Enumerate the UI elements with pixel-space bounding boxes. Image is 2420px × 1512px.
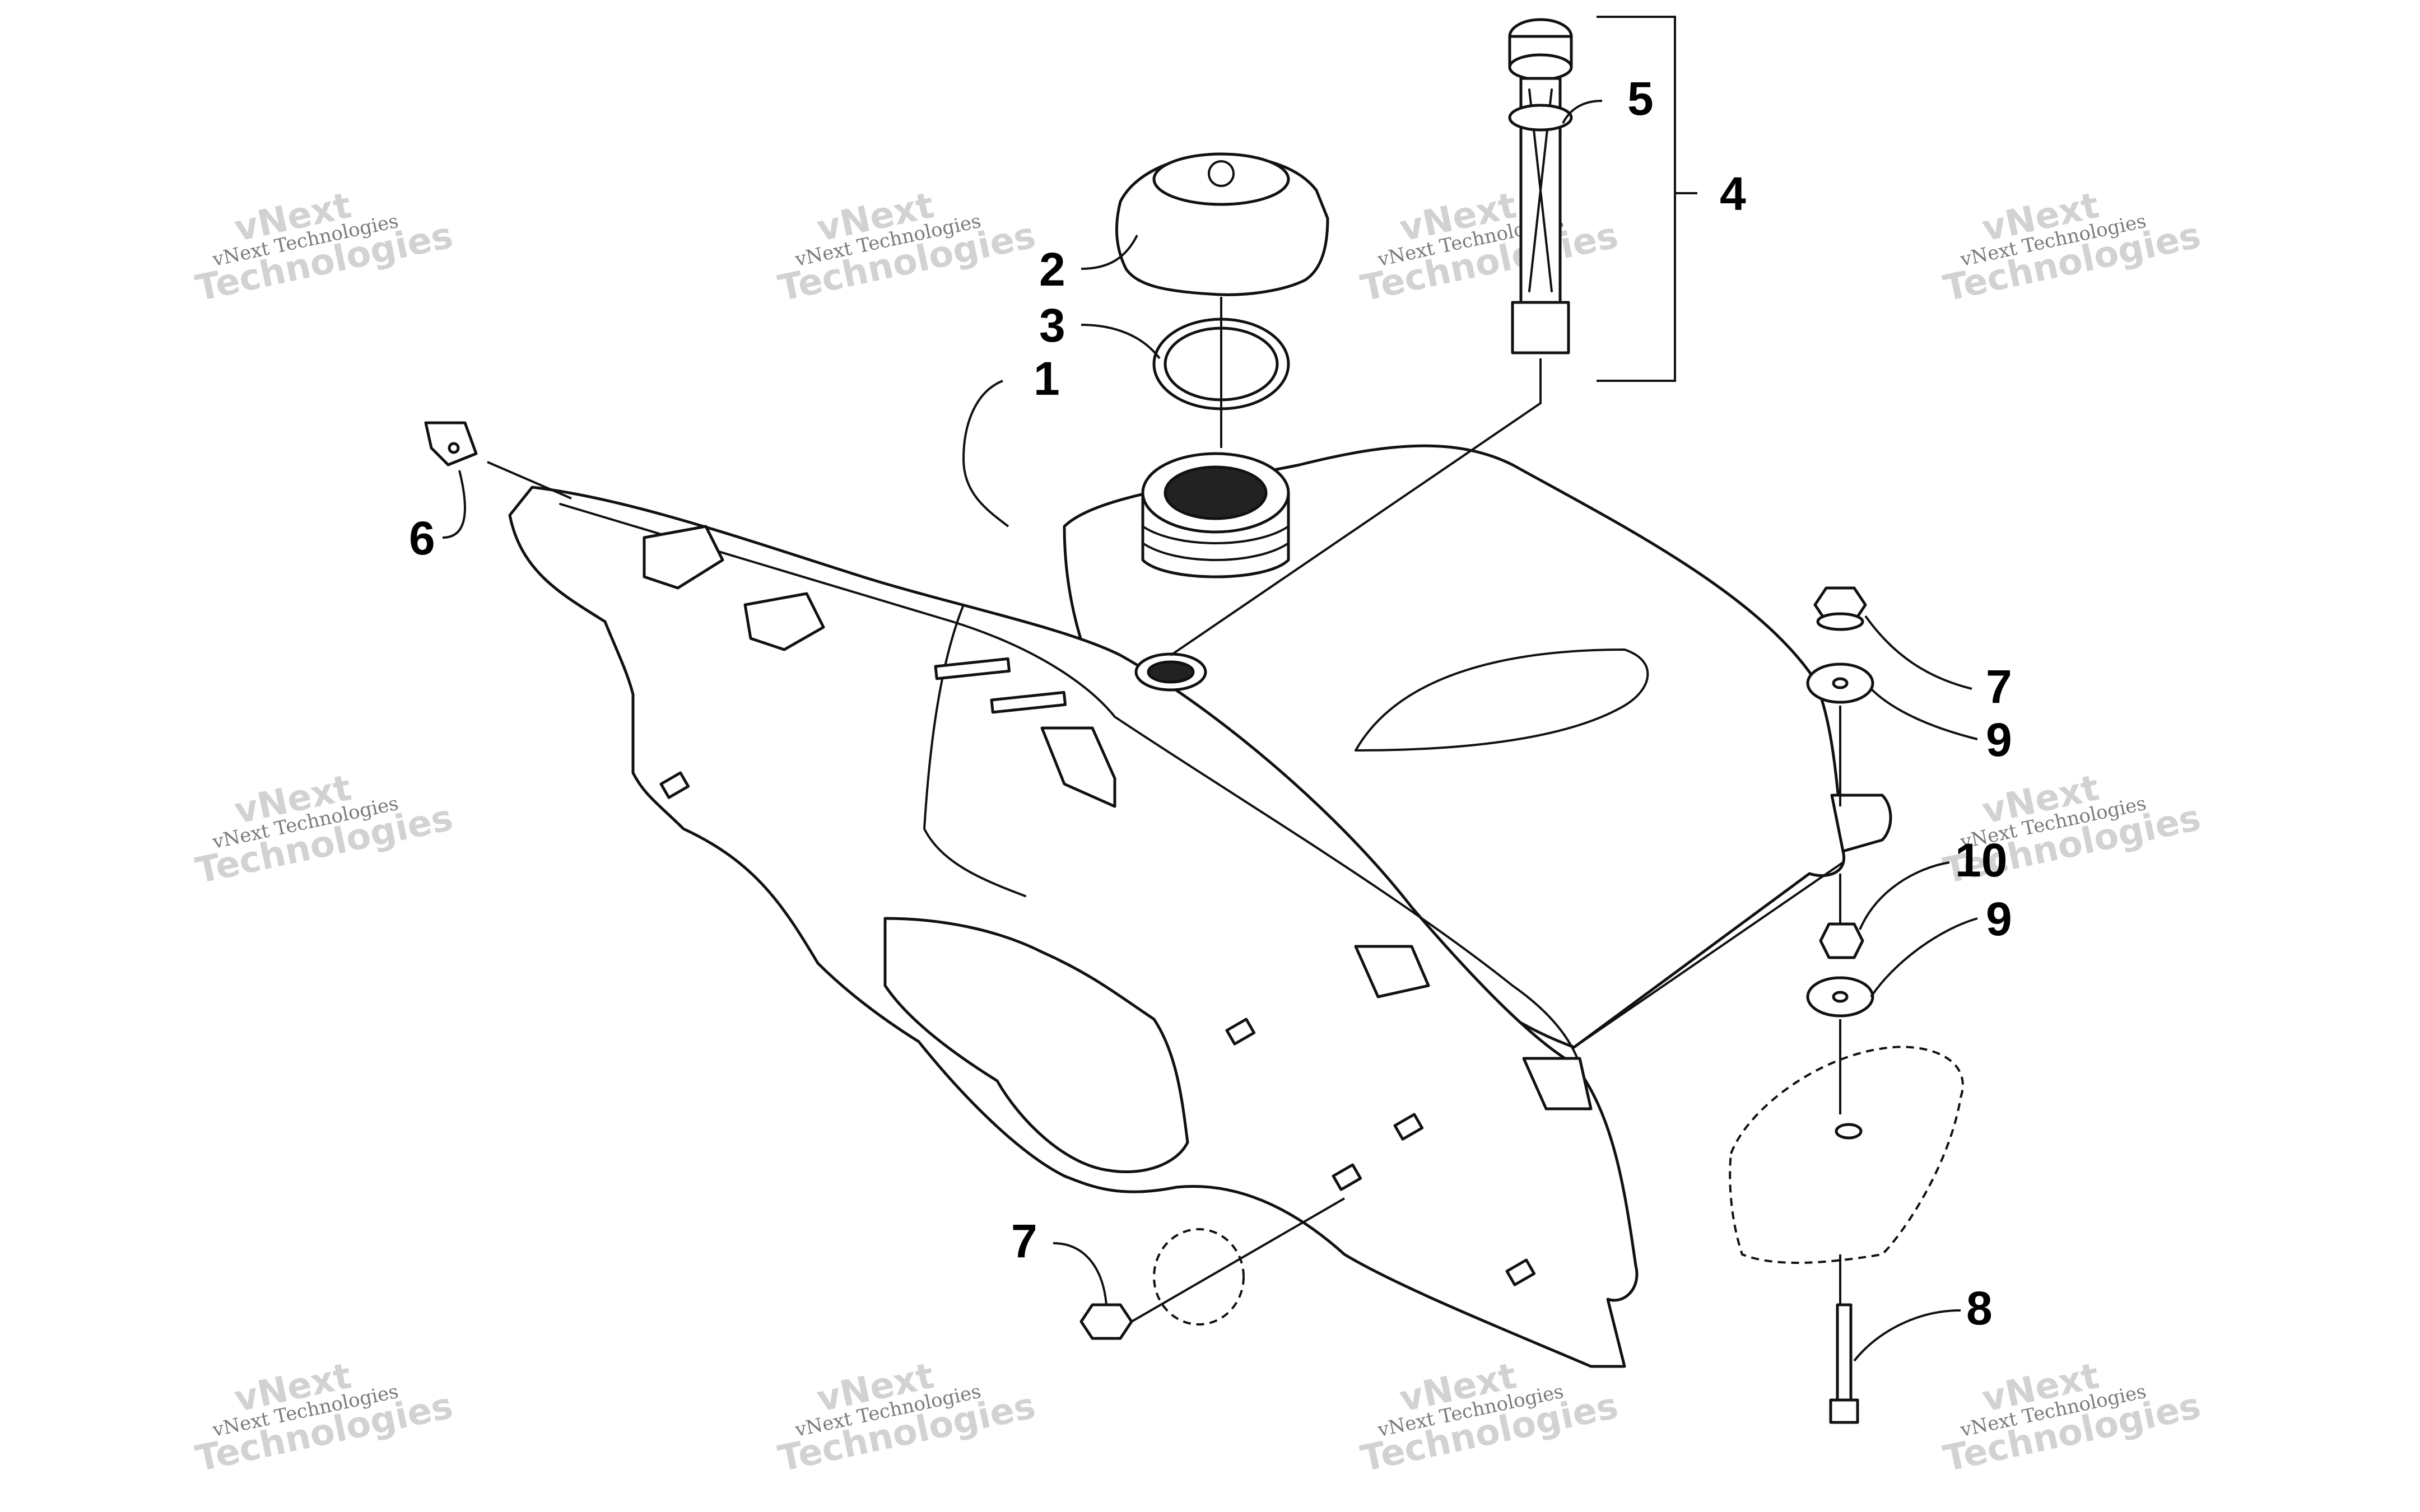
sender-cap-base	[1508, 53, 1573, 81]
watermark-2: vNext Technologies vNext Technologies	[775, 185, 1039, 310]
bolt-shank	[1836, 1303, 1853, 1402]
filler-neck-opening	[1164, 465, 1268, 520]
fuel-cap-top	[1152, 152, 1290, 206]
callout-5: 5	[1627, 72, 1654, 125]
assembly-lines	[487, 297, 1844, 1048]
rear-mount-hardware	[1729, 586, 1964, 1424]
callout-7-front: 7	[1011, 1215, 1037, 1267]
tank-inner-wall	[923, 604, 1026, 897]
grommet-lower-hole	[1832, 991, 1849, 1003]
leader-3	[1081, 324, 1161, 360]
leader-8	[1853, 1309, 1961, 1362]
callout-8: 8	[1966, 1282, 1993, 1334]
leader-9-top	[1870, 688, 1978, 740]
sender-seal-ring	[1508, 104, 1573, 132]
callout-9-top: 9	[1986, 713, 2012, 766]
grommet-top-hole	[1832, 677, 1849, 689]
front-grommet-reference	[1153, 1228, 1245, 1326]
callout-4: 4	[1720, 167, 1746, 220]
stud-icon	[1393, 1113, 1424, 1141]
watermark-4: vNext Technologies vNext Technologies	[1940, 185, 2204, 310]
callout-9-lower: 9	[1986, 893, 2012, 945]
callout-6: 6	[409, 512, 435, 564]
filler-neck-thread-line	[1142, 525, 1290, 544]
leader-5	[1562, 100, 1603, 124]
callout-1: 1	[1034, 352, 1060, 405]
bolt-head	[1829, 1398, 1859, 1424]
tank-bracket-rear	[1522, 1057, 1593, 1110]
hex-nut	[1819, 922, 1864, 959]
tank-left-saddle	[508, 486, 1639, 1368]
callout-labels: 1 2 3 4 5 6 7 7 8 9 9 10	[409, 72, 2012, 1334]
flange-nut-front	[1079, 1303, 1133, 1340]
leader-6	[442, 470, 466, 539]
leader-lines	[442, 100, 1978, 1362]
watermark-1: vNext Technologies vNext Technologies	[192, 185, 457, 310]
stud-icon	[990, 690, 1067, 714]
callout-7-top: 7	[1986, 660, 2012, 713]
clip-axis-line	[487, 461, 572, 500]
callout-4-bracket	[1597, 16, 1697, 382]
leader-2	[1081, 235, 1138, 270]
tank-lower-lobe	[883, 917, 1189, 1174]
stud-icon	[659, 771, 690, 799]
stud-icon	[1505, 1258, 1536, 1286]
stud-icon	[934, 657, 1011, 680]
tank-bracket-center	[1040, 726, 1116, 808]
clip-nut	[424, 421, 478, 466]
filler-neck	[1141, 452, 1290, 578]
sender-axis-line	[1170, 358, 1542, 656]
frame-plate-reference	[1729, 1046, 1964, 1264]
sender-float	[1511, 301, 1570, 354]
filler-neck-thread-line	[1142, 542, 1290, 561]
watermark-3: vNext Technologies vNext Technologies	[1357, 185, 1622, 310]
clip-nut-hole	[448, 442, 460, 454]
stud-icon	[1225, 1018, 1256, 1046]
fuel-cap-emblem-icon	[1208, 160, 1235, 187]
front-mount-hardware	[1079, 1197, 1346, 1340]
tank-rear-bottom-line	[1573, 861, 1844, 1048]
tank-bracket-left-2	[743, 592, 825, 651]
leader-7-front	[1053, 1242, 1107, 1305]
tank-top-contour	[1355, 648, 1649, 752]
tank-bracket-left-1	[643, 525, 724, 590]
tank-rear-tab	[1830, 794, 1892, 853]
leader-7-top	[1864, 615, 1972, 690]
watermark-9: vNext Technologies vNext Technologies	[192, 1355, 457, 1480]
watermark-10: vNext Technologies vNext Technologies	[775, 1355, 1039, 1480]
stud-icon	[1332, 1163, 1362, 1191]
fuel-sender	[1508, 18, 1573, 354]
watermark-5: vNext Technologies vNext Technologies	[192, 767, 457, 892]
callout-3: 3	[1039, 299, 1065, 352]
callout-2: 2	[1039, 243, 1065, 296]
callout-10: 10	[1955, 834, 2007, 886]
tank-studs	[659, 657, 1536, 1286]
tank-bracket-lower	[1354, 945, 1430, 998]
tank-flange-line	[559, 503, 1586, 1099]
leader-1	[962, 380, 1009, 528]
watermark-12: vNext Technologies vNext Technologies	[1940, 1355, 2204, 1480]
frame-plate-hole	[1835, 1123, 1863, 1140]
flange-nut-top-flange	[1816, 612, 1864, 631]
front-assembly-axis	[1130, 1197, 1346, 1323]
fuel-cap	[1115, 152, 1329, 296]
leader-9-lower	[1870, 917, 1978, 998]
sender-opening-inner	[1147, 660, 1195, 684]
leader-10	[1859, 861, 1950, 930]
